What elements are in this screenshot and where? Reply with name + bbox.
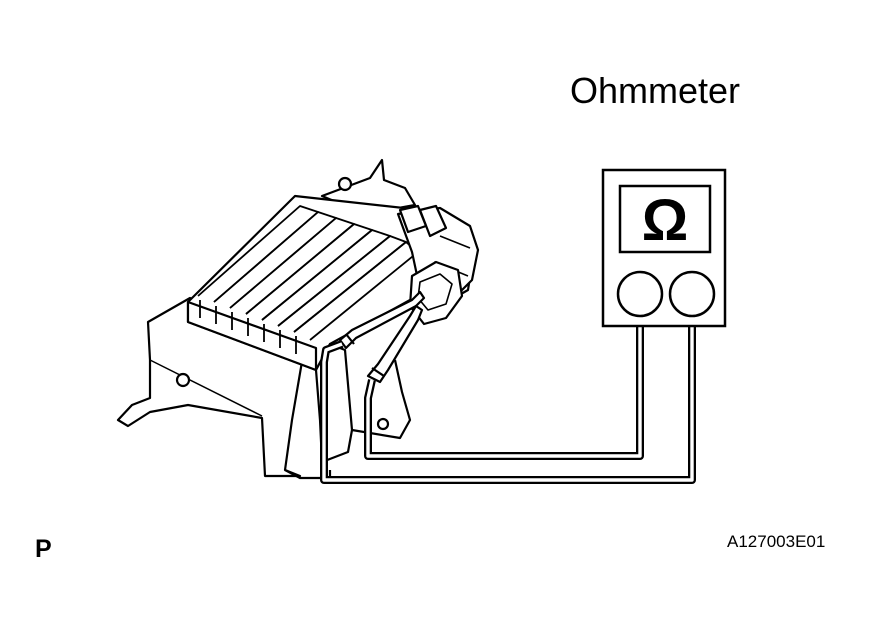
meter-display xyxy=(618,184,712,254)
control-module xyxy=(116,158,480,480)
ohmmeter-device: Ω xyxy=(601,168,727,328)
meter-leads xyxy=(320,326,696,484)
ohm-symbol: Ω xyxy=(642,188,689,253)
meter-terminal-right xyxy=(668,270,716,318)
meter-terminal-left xyxy=(616,270,664,318)
page-letter: P xyxy=(35,535,52,563)
diagram-title: Ohmmeter xyxy=(570,70,741,111)
figure-code: A127003E01 xyxy=(727,532,826,551)
test-probes xyxy=(338,290,426,384)
